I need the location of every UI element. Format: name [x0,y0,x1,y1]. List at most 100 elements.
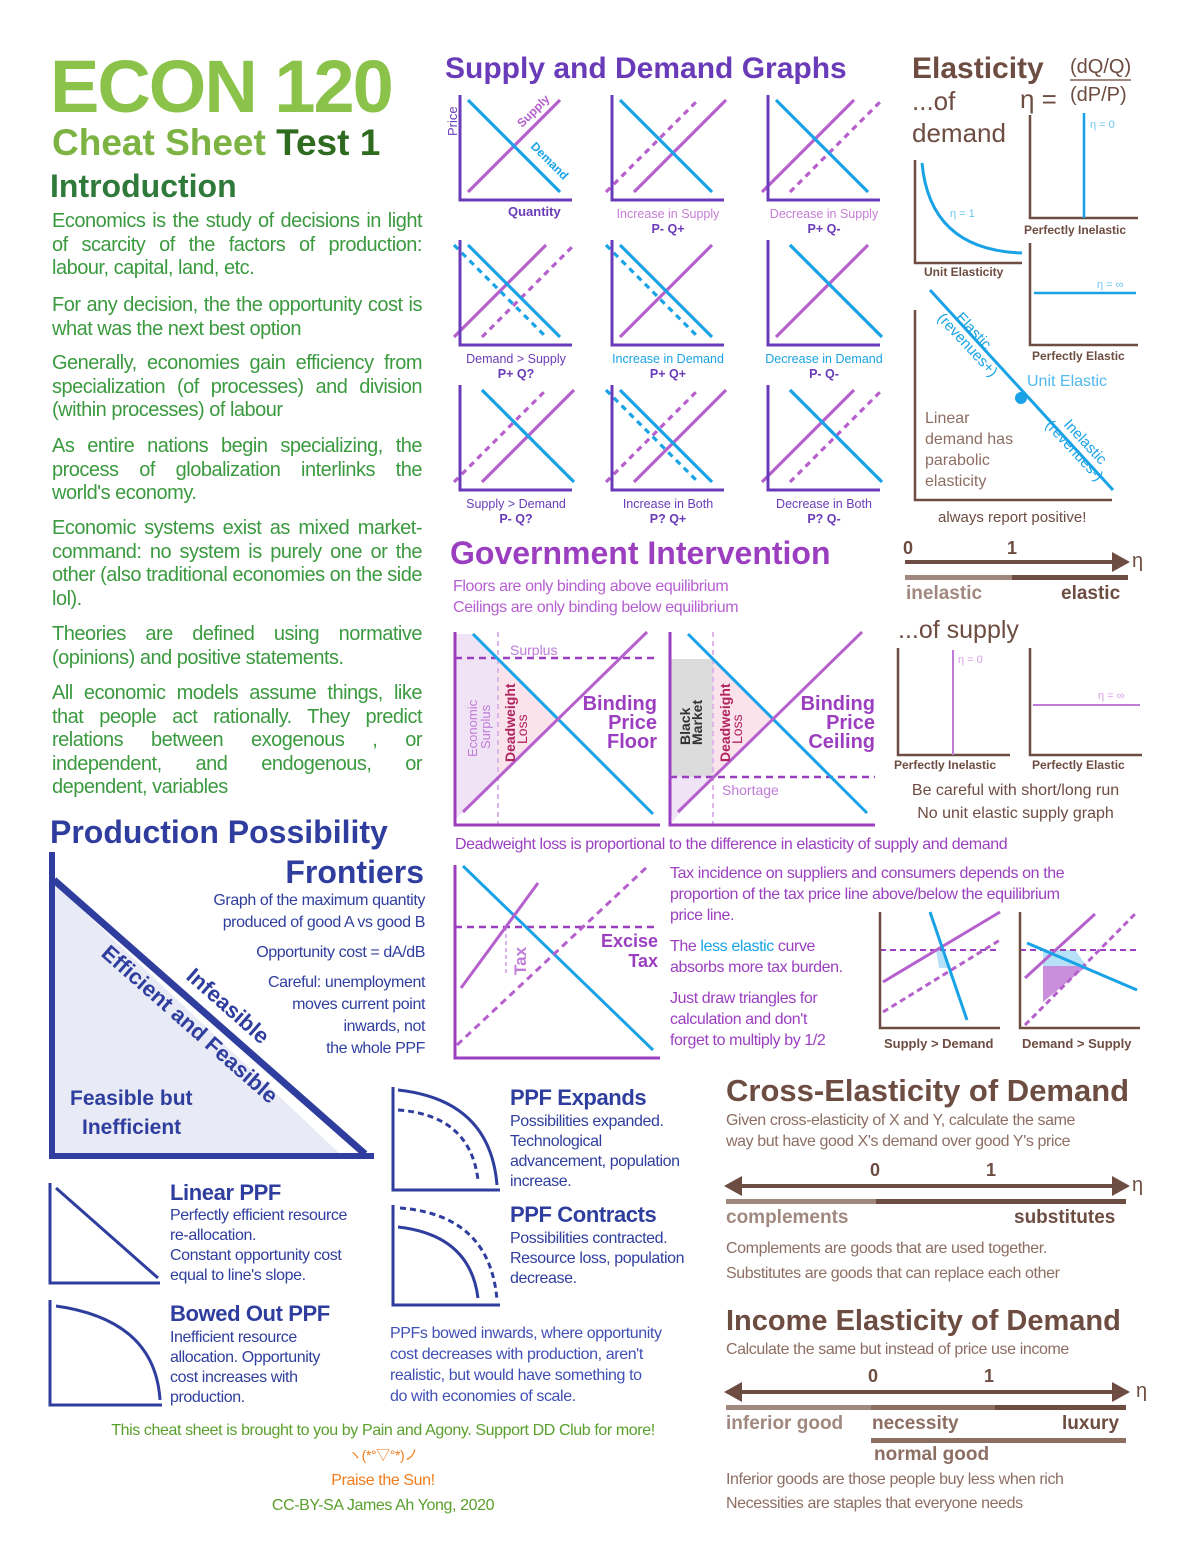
intro-paragraph: Economics is the study of decisions in l… [52,210,423,279]
svg-text:Shortage: Shortage [722,782,779,798]
svg-text:BlackMarket: BlackMarket [677,700,705,745]
demand-curve-label: Demand [528,139,571,182]
demand-line [618,98,714,194]
graph-label: Perfectly Inelastic [894,758,997,772]
demand-line [466,98,562,194]
svg-text:η = 0: η = 0 [1090,119,1115,131]
sd-graph-label: Decrease in Supply [770,207,879,221]
sd-axes [458,385,572,492]
footer-license: CC-BY-SA James Ah Yong, 2020 [271,1497,495,1514]
scale-luxury: luxury [1062,1413,1120,1434]
scale-eta: η [1132,1174,1144,1196]
unit-elastic-label: Unit Elastic [1027,373,1108,390]
ppf-feasible-region [53,882,340,1154]
sd-graph-result: P+ Q- [808,222,841,236]
svg-text:DeadweightLoss: DeadweightLoss [717,683,745,762]
deadweight-loss-area [498,659,557,778]
scale-inelastic: inelastic [906,583,983,604]
supply-elasticity-heading: ...of supply [898,616,1019,644]
cross-elasticity-scale [724,1176,1130,1204]
sd-graph-result: P- Q? [499,512,532,526]
economic-surplus-area [455,634,498,820]
subtitle: Cheat Sheet Test 1 [52,122,380,164]
small-graph-label: Supply > Demand [884,1036,994,1051]
demand-line [788,243,884,339]
tax-demand-gt-supply-graph [1018,910,1140,1030]
ppf-contracts-graph [391,1205,500,1307]
ppf-inefficient-label: Feasible but Inefficient [70,1087,198,1139]
ppf-main-graph: Efficient and Feasible Infeasible Feasib… [49,852,374,1159]
demand-line [461,864,655,1052]
scale-complements: complements [726,1207,849,1228]
intro-paragraph: Generally, economies gain efficiency fro… [52,352,423,421]
sd-graph-label: Increase in Demand [612,352,724,366]
intro-paragraph: All economic models assume things, like … [52,682,423,798]
scale-elastic: elastic [1061,583,1121,604]
supply-line [632,98,728,194]
supply-line [461,630,649,814]
black-market-area [670,659,713,777]
unit-elastic-point [1015,392,1027,404]
income-notes: Inferior goods are those people buy less… [726,1471,1064,1512]
perfectly-elastic-demand-graph: η = ∞ [1028,243,1138,347]
always-positive-note: always report positive! [938,509,1087,526]
sd-graph-label: Increase in Both [623,497,713,511]
sd-graph-result: P+ Q+ [650,367,686,381]
sd-axes [766,95,880,202]
svg-text:Elastic(revenues+): Elastic(revenues+) [934,300,1012,380]
sd-graph-label: Decrease in Demand [765,352,882,366]
dwl-note: Deadweight loss is proportional to the d… [455,836,1008,853]
svg-text:EconomicSurplus: EconomicSurplus [465,699,493,757]
graph-label: Perfectly Elastic [1032,349,1125,363]
ppf-expands-text: PPF Expands Possibilities expanded.Techn… [510,1085,680,1190]
supply-line [676,630,864,814]
demand-line [466,243,562,339]
cross-desc: Given cross-elasticity of X and Y, calcu… [726,1112,1076,1150]
sd-axes [610,385,724,492]
intro-paragraph: As entire nations begin specializing, th… [52,435,423,504]
scale-substitutes: substitutes [1014,1207,1116,1228]
tax-notes: Tax incidence on suppliers and consumers… [670,865,1065,1049]
small-graph-label: Demand > Supply [1022,1036,1132,1051]
scale-one: 1 [986,1160,997,1180]
demand-line [471,632,655,816]
taxed-supply-line [455,864,650,1047]
scale-zero: 0 [868,1366,879,1386]
elasticity-scale [905,552,1130,580]
ppf-expands-graph [391,1087,500,1192]
ppf-axes [49,852,374,1159]
bowed-out-ppf-graph [48,1300,162,1407]
income-heading: Income Elasticity of Demand [726,1305,1121,1337]
intro-paragraph: For any decision, the the opportunity co… [52,294,423,340]
svg-text:Surplus: Surplus [510,642,557,658]
supply-line [452,243,548,339]
supply-line [632,388,728,484]
sd-axes [610,95,724,202]
ppf-contracts-text: PPF Contracts Possibilities contracted.R… [510,1202,685,1287]
deadweight-loss-area [713,659,772,777]
cross-notes: Complements are goods that are used toge… [726,1240,1060,1282]
svg-text:Inelastic(revenues-): Inelastic(revenues-) [1042,407,1117,484]
shifted-demand-line [604,243,700,339]
sd-axes [610,240,724,347]
scale-eta: η [1136,1380,1148,1402]
intro-paragraph: Theories are defined using normative (op… [52,623,423,669]
sd-graph-label: Decrease in Both [776,497,872,511]
axis-quantity-label: Quantity [508,204,561,219]
